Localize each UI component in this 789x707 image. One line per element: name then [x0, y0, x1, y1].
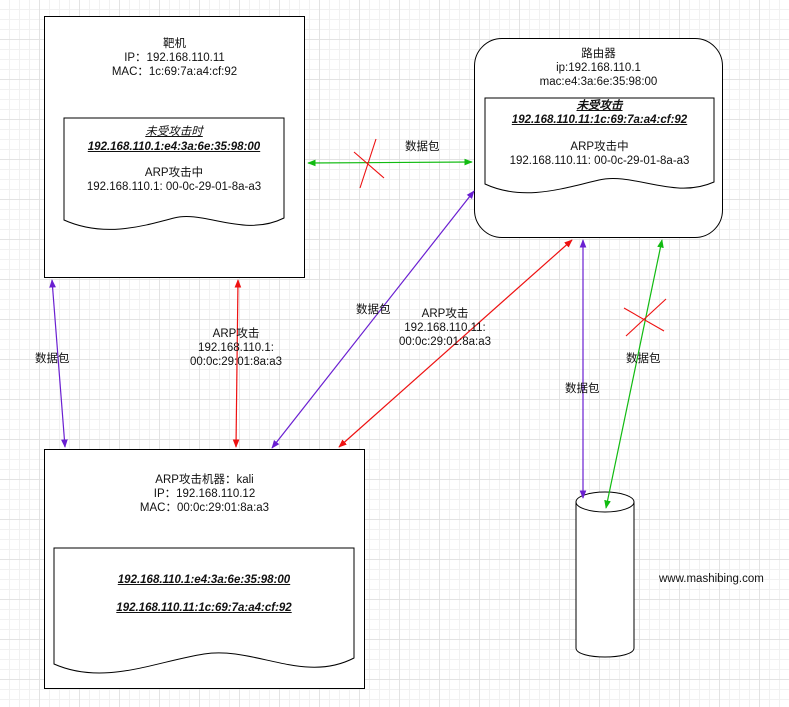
target-arp-cache-doc — [63, 117, 285, 230]
attacker-title: ARP攻击机器：kali — [155, 474, 254, 486]
attacker-cache-entry-2: 192.168.110.11:1c:69:7a:a4:cf:92 — [116, 602, 292, 614]
target-name: 靶机 — [163, 38, 186, 50]
blocked-x-mark-right — [623, 298, 667, 337]
label-arp-attack-target-3: 00:0c:29:01:8a:a3 — [189, 356, 283, 368]
target-cache-during-entry: 192.168.110.1: 00-0c-29-01-8a-a3 — [86, 181, 262, 193]
blocked-x-mark-top — [353, 138, 385, 189]
target-cache-during-title: ARP攻击中 — [144, 167, 204, 179]
label-arp-attack-router-3: 00:0c:29:01:8a:a3 — [398, 336, 492, 348]
label-target-attacker-packet: 数据包 — [35, 353, 70, 365]
router-ip: ip:192.168.110.1 — [556, 62, 641, 74]
router-name: 路由器 — [581, 48, 616, 60]
router-arp-cache-doc — [484, 97, 715, 194]
attacker-arp-cache-doc — [53, 547, 355, 674]
target-cache-before-entry: 192.168.110.1:e4:3a:6e:35:98:00 — [87, 141, 261, 153]
attacker-cache-entry-1: 192.168.110.1:e4:3a:6e:35:98:00 — [117, 574, 291, 586]
attacker-mac: MAC：00:0c:29:01:8a:a3 — [139, 502, 270, 514]
attacker-ip: IP：192.168.110.12 — [153, 488, 256, 500]
router-cache-during-title: ARP攻击中 — [570, 141, 629, 153]
router-cache-before-title: 未受攻击 — [576, 100, 623, 112]
label-router-db-packet-purple: 数据包 — [565, 383, 600, 395]
label-router-db-packet-green: 数据包 — [626, 353, 661, 365]
watermark-text: www.mashibing.com — [659, 573, 764, 585]
label-arp-attack-target-2: 192.168.110.1: — [198, 342, 274, 354]
label-arp-attack-target-1: ARP攻击 — [212, 328, 260, 340]
label-arp-attack-router-1: ARP攻击 — [421, 308, 469, 320]
edge-router-database-green — [604, 239, 664, 509]
target-mac: MAC：1c:69:7a:a4:cf:92 — [111, 66, 238, 78]
router-mac: mac:e4:3a:6e:35:98:00 — [539, 76, 658, 88]
label-target-router-packet: 数据包 — [405, 141, 440, 153]
target-ip: IP：192.168.110.11 — [124, 52, 225, 64]
router-cache-before-entry: 192.168.110.11:1c:69:7a:a4:cf:92 — [511, 114, 688, 126]
target-cache-before-title: 未受攻击时 — [145, 126, 203, 138]
database-cylinder — [575, 491, 635, 658]
edge-target-router — [307, 158, 473, 167]
label-attacker-router-packet: 数据包 — [356, 304, 391, 316]
edge-arp-attack-router — [338, 239, 573, 448]
router-cache-during-entry: 192.168.110.11: 00-0c-29-01-8a-a3 — [509, 155, 690, 167]
edge-arp-attack-target — [232, 279, 242, 448]
label-arp-attack-router-2: 192.168.110.11: — [404, 322, 486, 334]
edge-target-attacker — [49, 279, 68, 448]
